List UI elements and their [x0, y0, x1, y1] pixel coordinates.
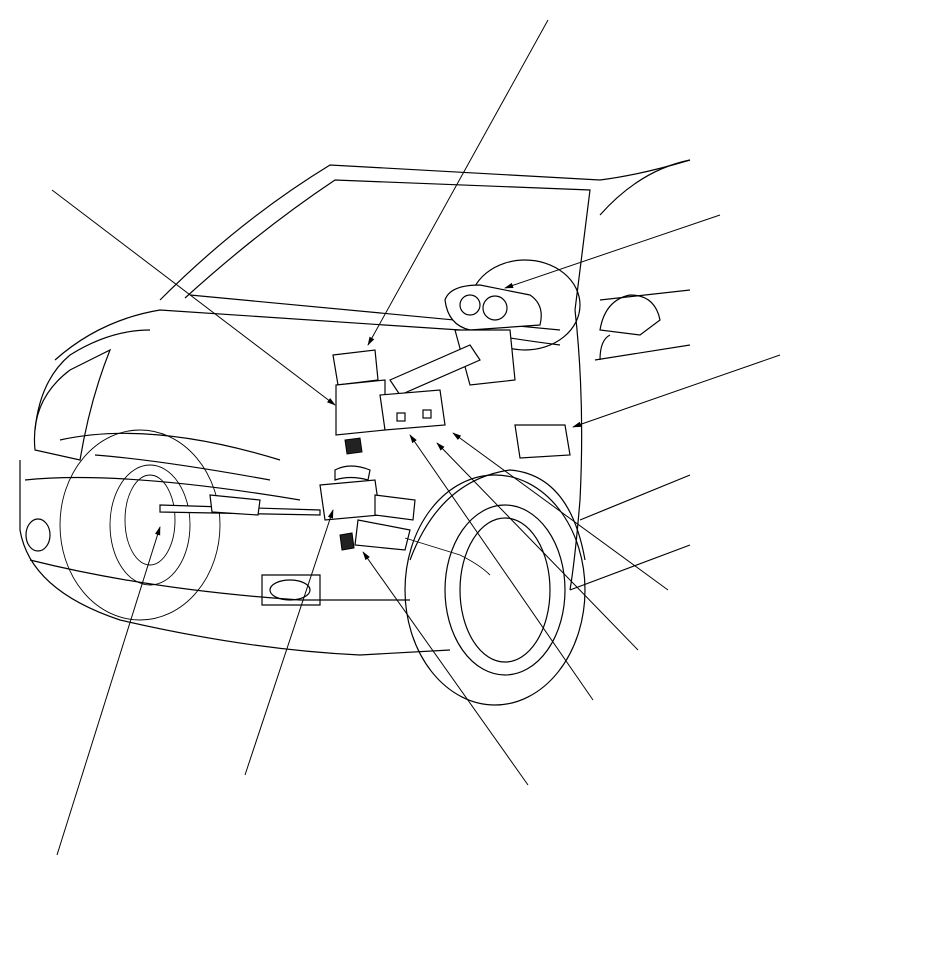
ecu — [379, 389, 446, 431]
ecu-box — [335, 379, 386, 436]
leader-line-10 — [56, 526, 161, 856]
leader-line-3 — [504, 214, 721, 289]
leader-line-5 — [452, 432, 669, 591]
left-front-wheel — [59, 429, 221, 621]
leader-line-6 — [436, 442, 639, 651]
steering-gear — [319, 479, 381, 521]
rack-boot-left — [209, 494, 261, 516]
relay — [332, 349, 379, 386]
leader-line-8 — [362, 551, 529, 786]
callout-leaders — [51, 19, 781, 856]
leader-line-9 — [244, 509, 334, 776]
combination-meter — [444, 284, 542, 331]
door-module — [514, 424, 571, 459]
leader-line-1 — [367, 19, 549, 346]
right-front-wheel — [404, 474, 586, 706]
car-body — [19, 159, 691, 656]
leader-line-7 — [409, 434, 594, 701]
leader-line-2 — [51, 189, 336, 406]
rack-boot-right — [354, 519, 411, 551]
leader-line-4 — [572, 354, 781, 428]
motor — [374, 494, 416, 521]
steering-components — [159, 259, 581, 576]
intermediate-shaft — [389, 344, 481, 396]
